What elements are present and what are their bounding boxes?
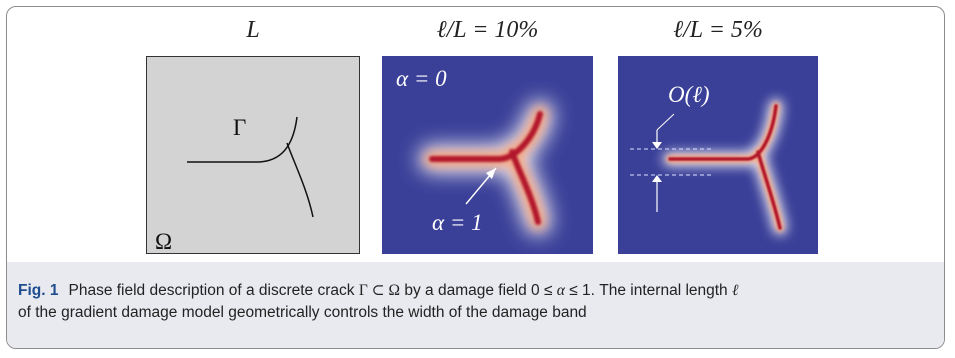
damage-field-5 — [618, 56, 818, 254]
crack-label: Γ — [233, 115, 247, 140]
width-arrowhead-top — [652, 142, 662, 149]
caption-omega: Ω — [388, 282, 401, 299]
caption-text-3: ≤ 1. The internal length — [564, 282, 732, 299]
damage-field-10 — [382, 56, 593, 254]
crack-path-main — [187, 116, 298, 163]
caption-ell: ℓ — [732, 282, 739, 299]
figure-frame — [6, 6, 945, 349]
damage-field-panel-5: O(ℓ) — [618, 56, 818, 254]
caption-gamma: Γ — [358, 282, 368, 299]
panel-title-3: ℓ/L = 5% — [673, 17, 763, 43]
alpha-one-label: α = 1 — [432, 210, 483, 235]
crack-path-branch — [286, 142, 314, 218]
panel-title-1: L — [246, 17, 260, 43]
caption-subset: ⊂ — [367, 282, 389, 299]
caption-background — [7, 262, 944, 348]
caption-alpha: α — [556, 282, 565, 299]
domain-panel: Γ Ω — [146, 56, 360, 254]
figure-caption: Fig. 1 Phase field description of a discr… — [18, 280, 943, 324]
crack-sketch — [187, 116, 314, 218]
caption-text-4: of the gradient damage model geometrical… — [18, 304, 587, 321]
figure-label: Fig. 1 — [18, 282, 59, 299]
domain-label: Ω — [155, 229, 173, 254]
caption-text-2: by a damage field 0 ≤ — [400, 282, 557, 299]
alpha-zero-label: α = 0 — [396, 66, 447, 91]
width-label-connector — [656, 113, 675, 131]
caption-text-1: Phase field description of a discrete cr… — [68, 282, 359, 299]
width-label: O(ℓ) — [668, 82, 710, 107]
alpha-one-arrowhead — [486, 168, 496, 179]
damage-field-panel-10: α = 0 α = 1 — [382, 56, 593, 254]
width-arrowhead-bottom — [652, 175, 662, 182]
panel-title-2: ℓ/L = 10% — [436, 17, 539, 43]
